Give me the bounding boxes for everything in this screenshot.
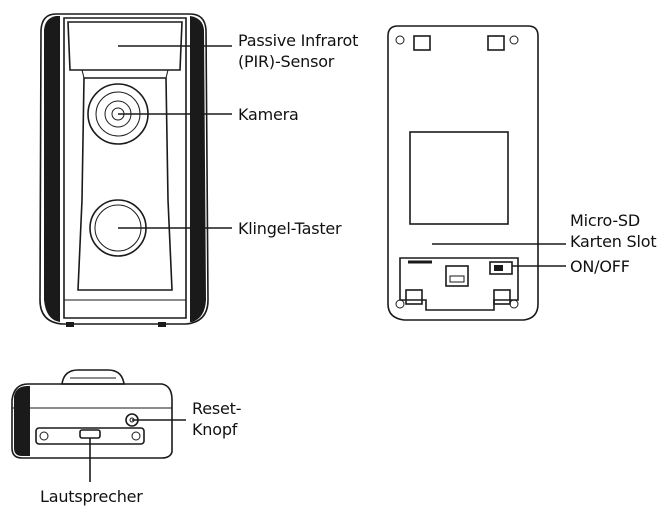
front-right-rail xyxy=(190,16,206,322)
bottom-view xyxy=(11,369,186,482)
reset-button-label: Reset- Knopf xyxy=(192,398,241,440)
back-screw-hole-br xyxy=(509,299,519,309)
pir-sensor-label-line1: Passive Infrarot xyxy=(238,31,359,50)
center-panel xyxy=(77,77,173,291)
microsd-slot-label-line2: Karten Slot xyxy=(570,232,657,251)
front-view xyxy=(39,13,232,327)
pir-sensor-label-line2: (PIR)-Sensor xyxy=(238,52,335,71)
back-mount-br xyxy=(493,289,511,305)
back-connector xyxy=(445,265,469,287)
back-connector-inner xyxy=(449,275,465,283)
speaker-label: Lautsprecher xyxy=(40,487,143,506)
back-screw-hole-tl xyxy=(395,35,405,45)
bell-button-label: Klingel-Taster xyxy=(238,219,342,238)
reset-button-label-line1: Reset- xyxy=(192,399,242,418)
back-view xyxy=(387,25,566,321)
back-lower-compartment xyxy=(399,257,519,311)
pir-cap-edge xyxy=(81,69,85,79)
front-inner-face xyxy=(63,17,187,319)
back-screw-hole-tr xyxy=(509,35,519,45)
bottom-top-bump xyxy=(61,369,125,385)
bottom-left-cap xyxy=(14,386,30,456)
back-screw-hole-bl xyxy=(395,299,405,309)
back-plate xyxy=(387,25,539,321)
back-center-panel xyxy=(409,131,509,225)
pir-cap-edge-2 xyxy=(165,69,169,79)
bottom-body xyxy=(11,383,173,459)
on-off-label: ON/OFF xyxy=(570,257,630,276)
on-off-switch-knob xyxy=(494,265,503,271)
speaker-screw-left xyxy=(39,431,49,441)
front-left-rail xyxy=(44,16,60,322)
front-foot-right xyxy=(158,322,166,327)
back-mount-tr xyxy=(487,35,505,51)
camera-label: Kamera xyxy=(238,105,299,124)
back-mount-tl xyxy=(413,35,431,51)
front-foot-left xyxy=(66,322,74,327)
speaker-slot xyxy=(79,429,101,439)
back-mount-bl xyxy=(405,289,423,305)
pir-sensor-label: Passive Infrarot (PIR)-Sensor xyxy=(238,30,358,72)
speaker-screw-right xyxy=(131,431,141,441)
reset-button-label-line2: Knopf xyxy=(192,420,238,439)
front-outer-body xyxy=(39,13,209,325)
microsd-slot-label-line1: Micro-SD xyxy=(570,211,641,230)
on-off-switch xyxy=(489,261,513,275)
pir-sensor-cap xyxy=(67,21,183,71)
microsd-slot-label: Micro-SD Karten Slot xyxy=(570,210,657,252)
